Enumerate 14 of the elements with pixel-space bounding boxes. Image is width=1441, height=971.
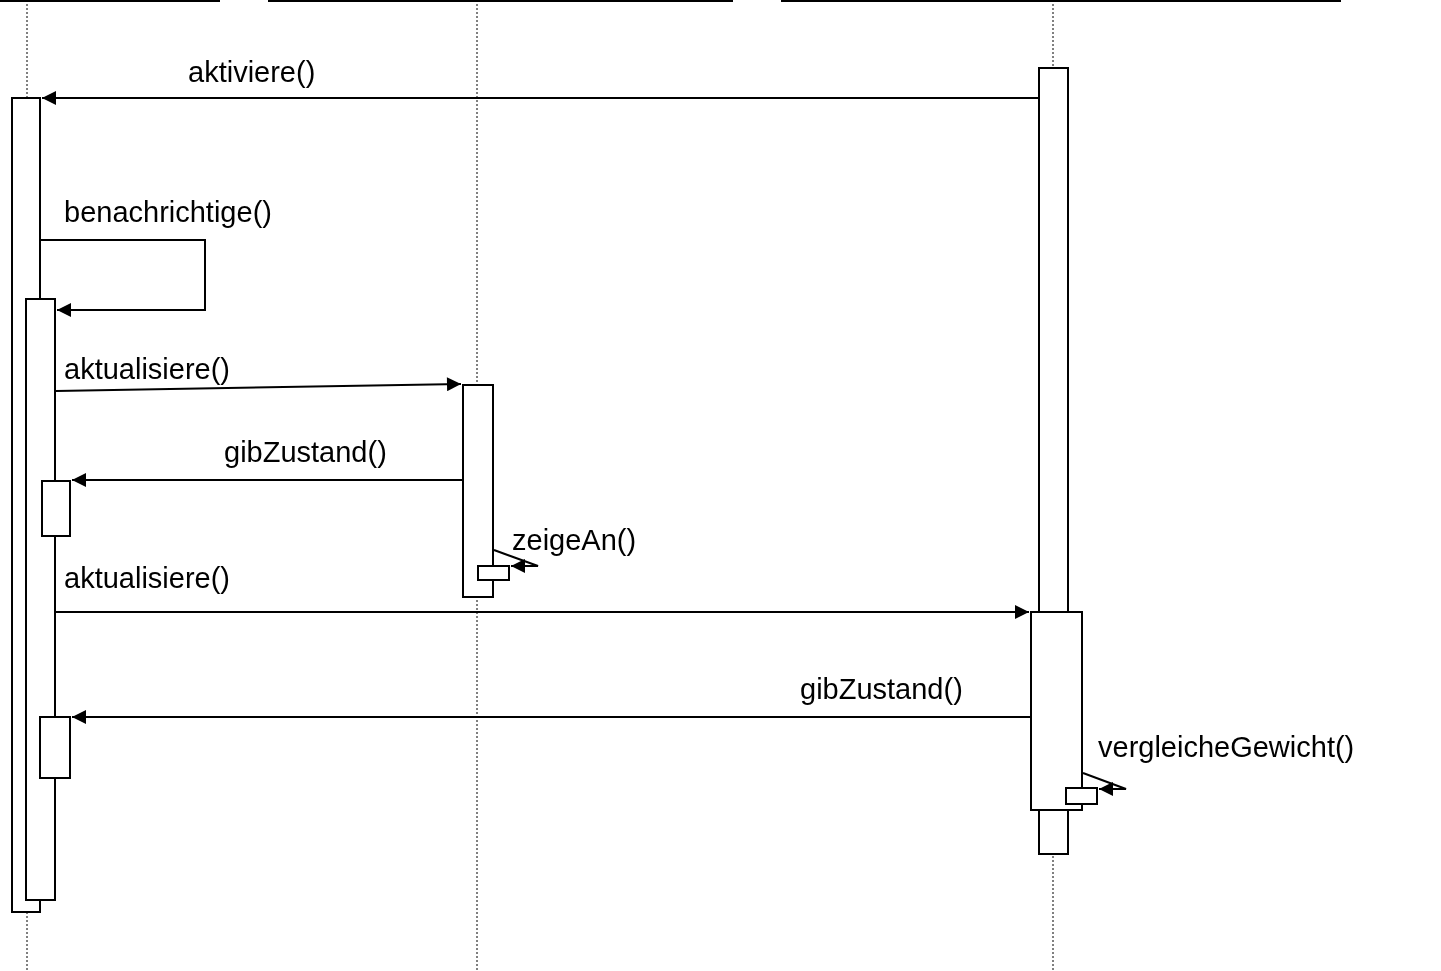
activation-bar: [41, 480, 71, 537]
message-arrow: [1082, 772, 1127, 796]
message-arrow: [41, 91, 1039, 105]
message-arrow: [71, 710, 1031, 724]
message-arrow: [55, 605, 1030, 619]
message-arrow: [493, 549, 539, 573]
activation-bar: [477, 565, 510, 581]
message-arrow: [40, 239, 206, 317]
message-arrow: [55, 377, 462, 392]
activation-bar: [39, 716, 71, 779]
activation-bar: [1065, 787, 1098, 805]
activation-bar: [462, 384, 494, 598]
message-arrow: [71, 473, 463, 487]
activation-bar: [1030, 611, 1083, 811]
